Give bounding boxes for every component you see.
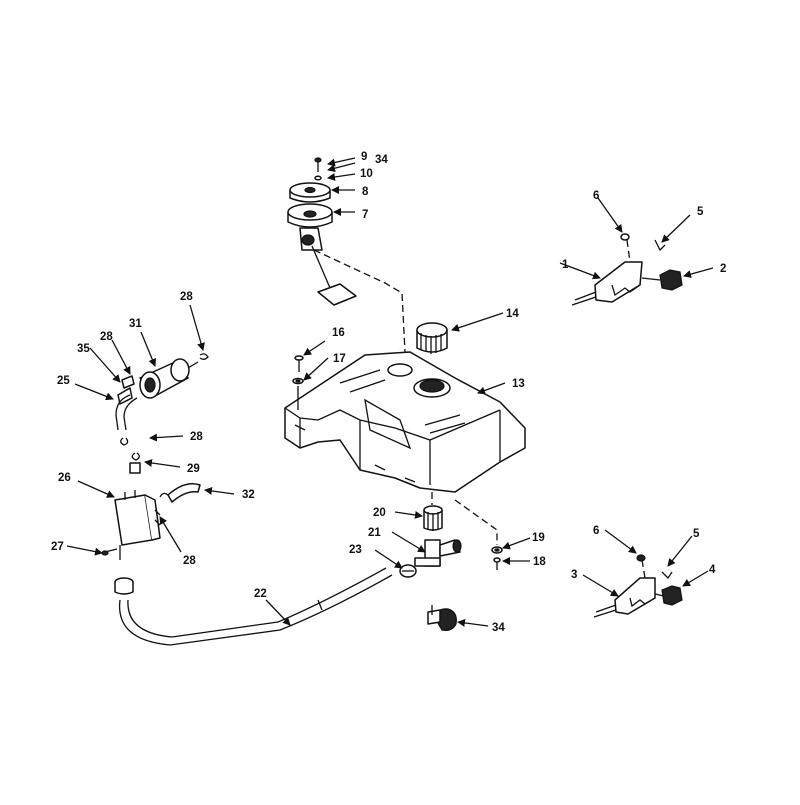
callout-10: 10	[360, 168, 373, 180]
callout-4: 4	[709, 564, 716, 576]
callout-21: 21	[368, 527, 381, 539]
callout-17: 17	[333, 353, 346, 365]
fuel-line-hose	[114, 567, 393, 646]
callout-34-bottom: 34	[492, 622, 505, 634]
callout-16: 16	[332, 327, 345, 339]
hose-clip	[427, 605, 457, 631]
callout-8: 8	[362, 186, 369, 198]
callout-22: 22	[254, 588, 267, 600]
callout-25: 25	[57, 375, 70, 387]
callout-28-left: 28	[100, 331, 113, 343]
tank-screw-and-washer	[292, 355, 304, 410]
lower-fuel-valve	[593, 554, 683, 618]
callout-28-middle: 28	[190, 431, 203, 443]
callout-labels: 1 2 3 4 5 5 6 6 7 8 9 10 13 14 16 17 18 …	[51, 151, 726, 634]
callout-35: 35	[77, 343, 90, 355]
callout-29: 29	[187, 463, 200, 475]
upper-fuel-valve	[571, 233, 683, 306]
callout-5-lower: 5	[693, 528, 700, 540]
callout-13: 13	[512, 378, 525, 390]
callout-34-top: 34	[375, 154, 388, 166]
callout-7: 7	[362, 209, 368, 221]
tank-outlet-fittings	[399, 492, 503, 578]
callout-1: 1	[562, 259, 569, 271]
callout-31: 31	[129, 318, 142, 330]
callout-28-top: 28	[180, 291, 193, 303]
callout-2: 2	[720, 263, 726, 275]
callout-32: 32	[242, 489, 255, 501]
fuel-tank	[284, 351, 526, 493]
callout-14: 14	[506, 308, 519, 320]
callout-3: 3	[571, 569, 577, 581]
fuel-sender-unit	[287, 157, 406, 353]
fuel-cap	[416, 322, 448, 354]
callout-6-lower: 6	[593, 525, 599, 537]
callout-5-upper: 5	[697, 206, 704, 218]
callout-6-upper: 6	[593, 190, 599, 202]
fuel-filter-assembly	[101, 353, 209, 560]
callout-19: 19	[532, 532, 545, 544]
callout-26: 26	[58, 472, 71, 484]
callout-18: 18	[533, 556, 546, 568]
callout-20: 20	[373, 507, 386, 519]
callout-9: 9	[361, 151, 367, 163]
leader-lines	[66, 157, 714, 627]
callout-28-lower: 28	[183, 555, 196, 567]
callout-23: 23	[349, 544, 362, 556]
callout-27: 27	[51, 541, 64, 553]
